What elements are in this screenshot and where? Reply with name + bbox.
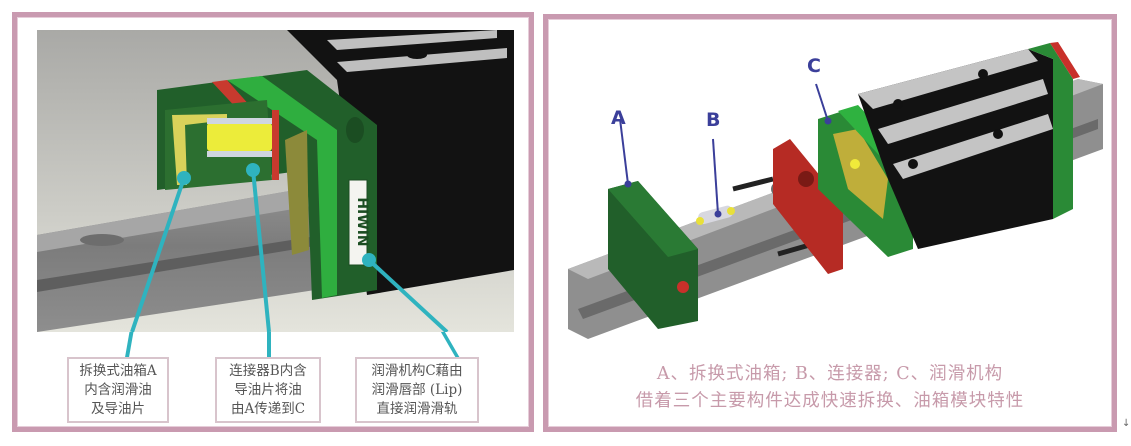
callout-a: 拆换式油箱A 内含润滑油 及导油片 — [67, 357, 169, 423]
callout-b-line-1: 连接器B内含 — [229, 363, 307, 379]
callout-b: 连接器B内含 导油片将油 由A传递到C — [215, 357, 321, 423]
hiwin-brand-mark: HIWIN — [354, 197, 370, 246]
right-diagram-panel: A B C A、拆换式油箱; B、连接器; C、润滑机构 借着三个主要构件达成快… — [543, 14, 1117, 432]
callout-a-line-1: 拆换式油箱A — [79, 363, 157, 379]
callout-a-line-2: 内含润滑油 — [84, 382, 152, 398]
callout-c-line-1: 润滑机构C藉由 — [371, 363, 463, 379]
part-label-a: A — [611, 107, 626, 129]
linear-guide-cutaway-render: HIWIN — [37, 30, 514, 332]
callout-c-line-3: 直接润滑滑轨 — [376, 401, 458, 417]
leader-line-b — [267, 332, 271, 360]
callout-b-line-3: 由A传递到C — [230, 401, 306, 417]
callout-c: 润滑机构C藉由 润滑唇部 (Lip) 直接润滑滑轨 — [355, 357, 479, 423]
callout-a-line-3: 及导油片 — [91, 401, 145, 417]
callout-c-line-2: 润滑唇部 (Lip) — [371, 382, 463, 398]
exploded-assembly-render — [558, 39, 1108, 339]
leader-line-c — [440, 332, 462, 360]
leader-line-a — [124, 332, 134, 360]
caption-line-1: A、拆换式油箱; B、连接器; C、润滑机构 — [656, 364, 1004, 384]
callout-b-line-2: 导油片将油 — [234, 382, 302, 398]
left-diagram-panel: HIWIN 拆换式油箱A 内含润滑油 及导油片 连接器B内含 导油片将油 由A传… — [12, 12, 534, 432]
page-marker-arrow-icon: ↓ — [1122, 418, 1131, 429]
part-label-c: C — [807, 55, 821, 77]
part-label-b: B — [706, 109, 721, 131]
caption-line-2: 借着三个主要构件达成快速拆换、油箱模块特性 — [635, 391, 1025, 411]
